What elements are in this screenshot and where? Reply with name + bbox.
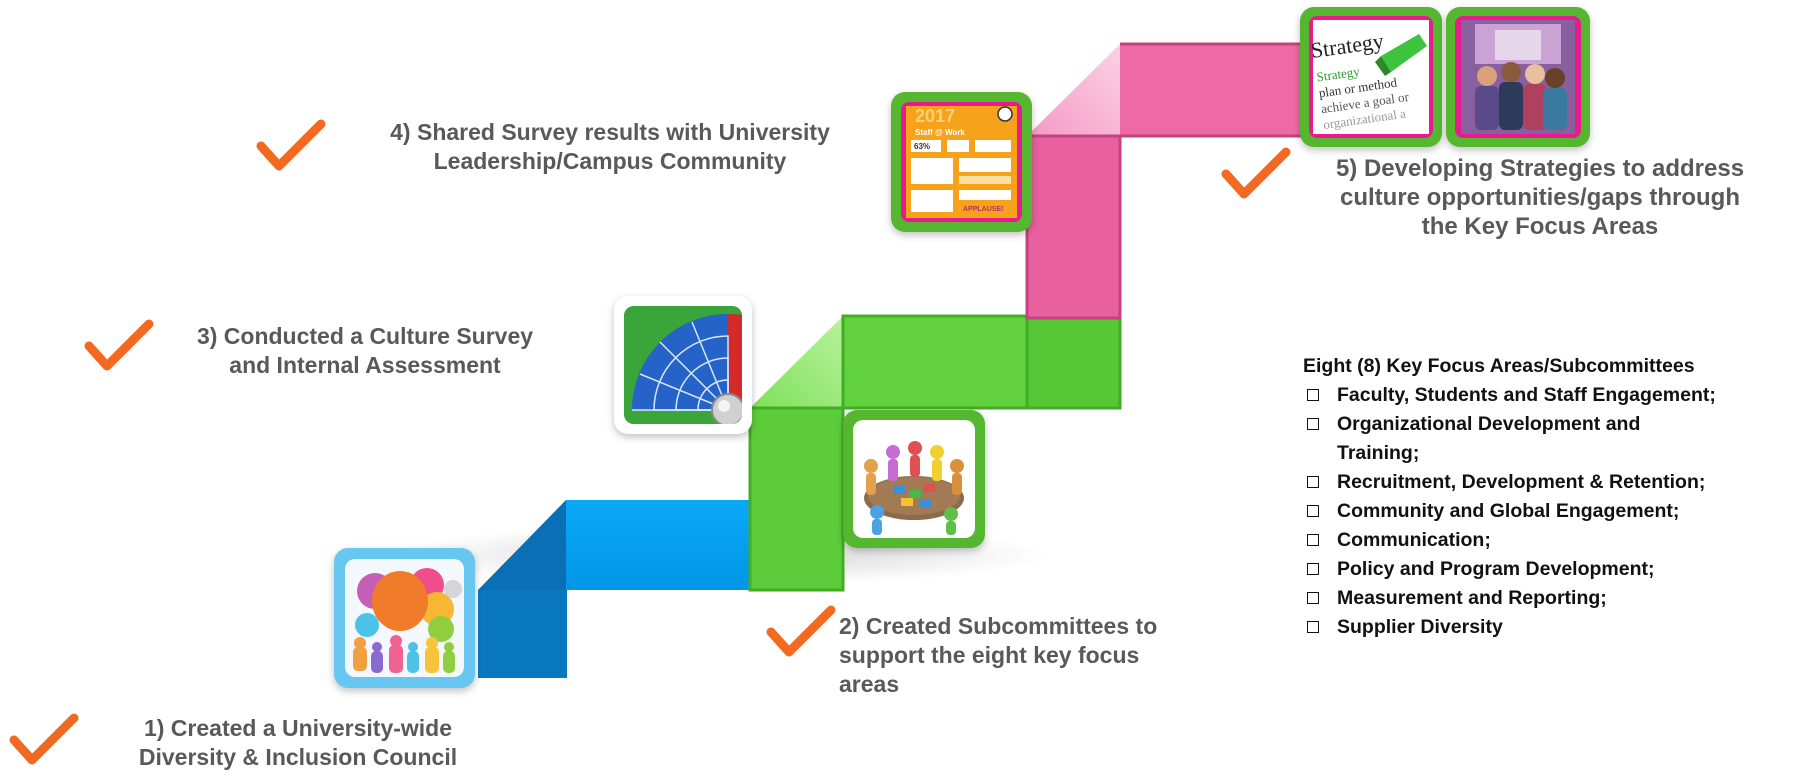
step-1-line-2: Diversity & Inclusion Council [138,744,458,770]
checkmark-icon [256,119,326,171]
group-photo-image [1446,7,1590,147]
infographic-title: Staff @ Work [915,128,965,137]
step-3-label: 3) Conducted a Culture Survey and Intern… [160,322,570,380]
checkmark-icon [84,319,154,371]
step-3-line-1: 3) Conducted a Culture Survey [196,323,534,349]
checkbox-square-icon [1307,505,1319,517]
infographic-year: 2017 [915,106,955,126]
checkmark-icon [9,713,79,765]
focus-area-text-continued: Training; [1337,442,1420,464]
strategy-line-1: Strategy [1316,64,1361,85]
checkbox-square-icon [1307,418,1319,430]
step-4-line-1: 4) Shared Survey results with University [390,119,830,145]
step-2-line-3: areas [839,671,900,697]
focus-area-text: Communication; [1337,529,1491,551]
focus-area-item: Organizational Development and Training; [1303,410,1716,468]
infographic-footer: APPLAUSE! [963,206,1003,213]
focus-area-text: Organizational Development and [1337,413,1641,435]
checkbox-square-icon [1307,592,1319,604]
focus-area-text: Policy and Program Development; [1337,558,1655,580]
focus-area-text: Faculty, Students and Staff Engagement; [1337,384,1716,406]
radar-chart-image [614,296,752,434]
checkbox-square-icon [1307,621,1319,633]
ribbon-segment-pink [1025,42,1306,320]
checkbox-square-icon [1307,389,1319,401]
step-5-line-1: 5) Developing Strategies to address [1335,155,1745,182]
focus-area-item: Communication; [1303,526,1716,555]
focus-areas-panel: Eight (8) Key Focus Areas/Subcommittees … [1303,352,1716,642]
focus-area-text: Community and Global Engagement; [1337,500,1680,522]
ribbon-segment-blue [478,500,750,678]
step-1-line-1: 1) Created a University-wide [143,715,453,741]
step-4-line-2: Leadership/Campus Community [433,148,787,174]
checkmark-icon [1221,147,1291,199]
focus-area-item: Faculty, Students and Staff Engagement; [1303,381,1716,410]
step-5-line-3: the Key Focus Areas [1421,213,1659,240]
step-5-line-2: culture opportunities/gaps through [1340,184,1740,211]
step-5-label: 5) Developing Strategies to address cult… [1290,154,1790,241]
focus-area-item: Measurement and Reporting; [1303,584,1716,613]
step-2-line-2: support the eight key focus [839,642,1140,668]
step-2-label: 2) Created Subcommittees to support the … [839,612,1239,699]
focus-area-item: Supplier Diversity [1303,613,1716,642]
step-1-label: 1) Created a University-wide Diversity &… [82,714,514,772]
focus-area-item: Community and Global Engagement; [1303,497,1716,526]
focus-areas-list: Faculty, Students and Staff Engagement; … [1303,381,1716,642]
strategy-definition-image: Strategy Strategy plan or method achieve… [1300,7,1442,147]
infographic-stat: 63% [914,142,930,151]
step-4-label: 4) Shared Survey results with University… [330,118,890,176]
focus-area-item: Recruitment, Development & Retention; [1303,468,1716,497]
step-2-line-1: 2) Created Subcommittees to [839,613,1158,639]
team-puzzle-image [843,410,985,548]
checkbox-square-icon [1307,476,1319,488]
checkbox-square-icon [1307,563,1319,575]
speech-bubbles-image [334,548,475,688]
focus-area-text: Recruitment, Development & Retention; [1337,471,1706,493]
checkmark-icon [766,605,836,657]
step-3-line-2: and Internal Assessment [229,352,501,378]
focus-area-item: Policy and Program Development; [1303,555,1716,584]
focus-areas-title: Eight (8) Key Focus Areas/Subcommittees [1303,355,1695,377]
survey-infographic-image: 2017 Staff @ Work 63% APPLAUSE! [891,92,1032,232]
checkbox-square-icon [1307,534,1319,546]
focus-area-text: Supplier Diversity [1337,616,1503,638]
focus-area-text: Measurement and Reporting; [1337,587,1607,609]
